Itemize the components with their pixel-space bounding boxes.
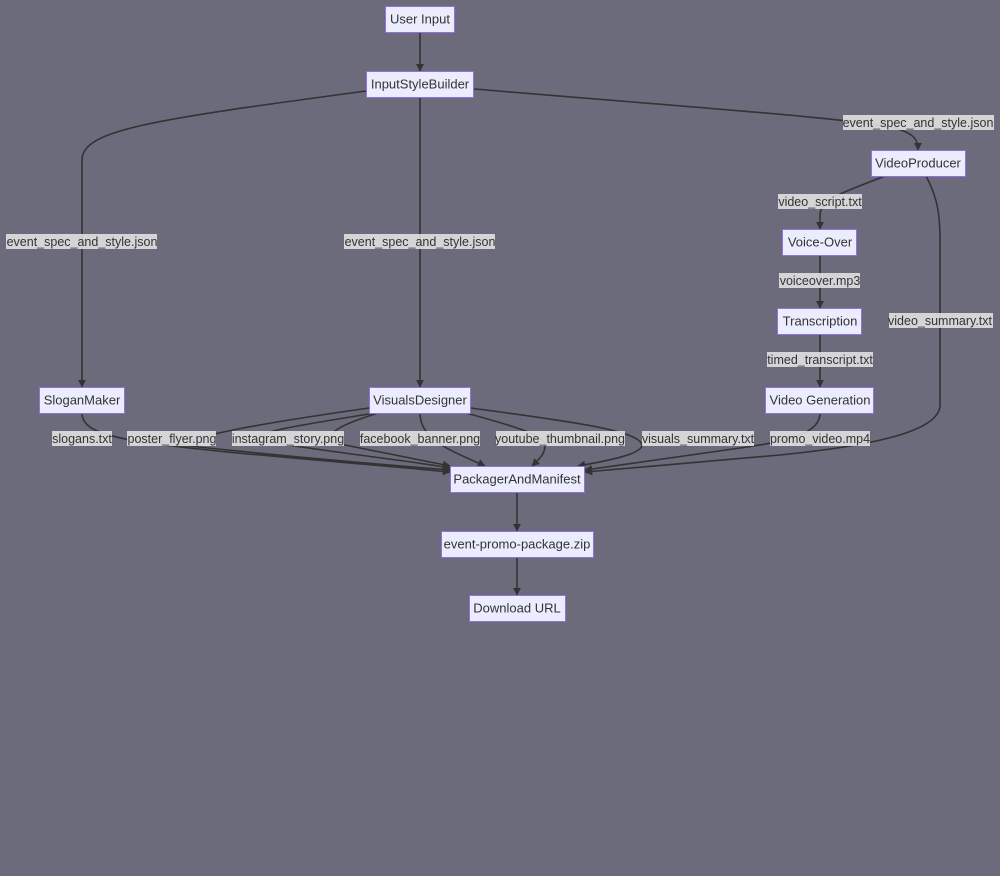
node-video-generation[interactable]: Video Generation	[765, 387, 874, 414]
edge-label-text: slogans.txt	[52, 432, 112, 446]
edge-label-video-script: video_script.txt	[778, 194, 862, 209]
edge-labels: event_spec_and_style.json event_spec_and…	[6, 115, 994, 446]
node-visuals-designer[interactable]: VisualsDesigner	[369, 387, 471, 414]
edge-slogan-to-packager	[81, 412, 451, 476]
node-label: InputStyleBuilder	[371, 77, 470, 92]
node-label: Video Generation	[770, 393, 871, 408]
edge-label-instagram: instagram_story.png	[232, 431, 344, 446]
node-input-style-builder[interactable]: InputStyleBuilder	[366, 71, 474, 98]
edge-label-text: instagram_story.png	[232, 432, 344, 446]
node-label: VideoProducer	[875, 156, 961, 171]
edge-label-facebook: facebook_banner.png	[360, 431, 480, 446]
edge-label-text: video_summary.txt	[888, 314, 992, 328]
nodes: User Input InputStyleBuilder VideoProduc…	[39, 6, 966, 622]
edge-label-video-summary: video_summary.txt	[888, 313, 993, 328]
node-label: SloganMaker	[44, 393, 121, 408]
node-user-input[interactable]: User Input	[385, 6, 455, 33]
node-label: Voice-Over	[788, 235, 853, 250]
node-label: VisualsDesigner	[373, 393, 467, 408]
node-label: User Input	[390, 12, 450, 27]
edge-visuals-summary-2	[470, 407, 643, 469]
edge-label-text: facebook_banner.png	[360, 432, 480, 446]
node-download-url[interactable]: Download URL	[469, 595, 566, 622]
edge-label-slogans: slogans.txt	[52, 431, 112, 446]
node-slogan-maker[interactable]: SloganMaker	[39, 387, 125, 414]
edge-label-text: youtube_thumbnail.png	[495, 432, 625, 446]
edge-builder-to-videoproducer	[473, 88, 922, 151]
edge-label-spec-left: event_spec_and_style.json	[6, 234, 157, 249]
edge-builder-to-slogan	[78, 90, 367, 388]
edge-label-text: voiceover.mp3	[780, 274, 861, 288]
edge-videoproducer-to-packager	[584, 175, 941, 476]
edge-label-spec-right: event_spec_and_style.json	[843, 115, 994, 130]
edge-label-text: event_spec_and_style.json	[345, 235, 496, 249]
edge-label-spec-mid: event_spec_and_style.json	[344, 234, 495, 249]
node-label: Download URL	[473, 601, 560, 616]
edge-label-timed-transcript: timed_transcript.txt	[767, 352, 873, 367]
edge-label-text: promo_video.mp4	[770, 432, 870, 446]
edge-label-text: timed_transcript.txt	[767, 353, 873, 367]
node-transcription[interactable]: Transcription	[777, 308, 862, 335]
node-video-producer[interactable]: VideoProducer	[871, 150, 966, 177]
edge-visuals-poster	[177, 407, 451, 474]
edge-label-text: visuals_summary.txt	[642, 432, 755, 446]
node-voice-over[interactable]: Voice-Over	[782, 229, 857, 256]
edge-label-poster: poster_flyer.png	[127, 431, 217, 446]
edge-label-promo-video: promo_video.mp4	[770, 431, 870, 446]
node-label: Transcription	[783, 314, 858, 329]
node-event-promo-package-zip[interactable]: event-promo-package.zip	[441, 531, 594, 558]
edge-label-text: event_spec_and_style.json	[7, 235, 158, 249]
edge-label-text: poster_flyer.png	[128, 432, 217, 446]
node-packager-and-manifest[interactable]: PackagerAndManifest	[450, 466, 585, 493]
edge-label-voiceover: voiceover.mp3	[779, 273, 860, 288]
edge-label-text: video_script.txt	[778, 195, 862, 209]
node-label: PackagerAndManifest	[453, 472, 581, 487]
edge-label-visuals-summary: visuals_summary.txt	[642, 431, 755, 446]
node-label: event-promo-package.zip	[444, 537, 591, 552]
edge-label-youtube: youtube_thumbnail.png	[495, 431, 625, 446]
edge-label-text: event_spec_and_style.json	[843, 116, 994, 130]
